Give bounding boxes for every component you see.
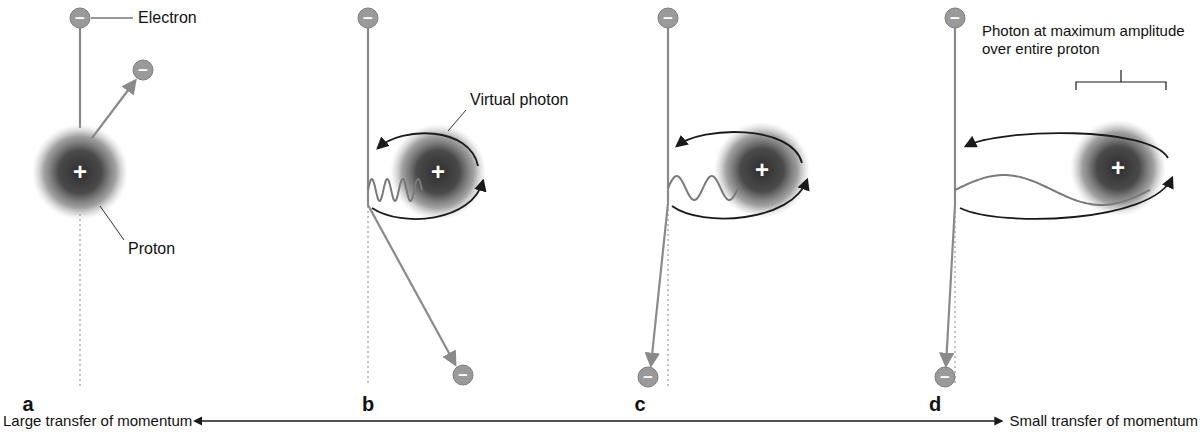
charge-sign: − — [458, 367, 468, 384]
note-label: Photon at maximum amplitude over entire … — [982, 22, 1198, 58]
exchange-loop — [372, 132, 1172, 219]
charge-sign: − — [138, 62, 148, 79]
proton — [32, 120, 1166, 220]
charge-sign: + — [755, 158, 769, 182]
charge-sign: − — [363, 10, 373, 27]
momentum-arrow — [200, 420, 1001, 421]
charge-sign: − — [940, 369, 950, 386]
charge-sign: + — [1111, 156, 1125, 180]
panel-letter: b — [362, 392, 374, 416]
part-label: Proton — [128, 239, 175, 258]
part-label: Virtual photon — [470, 90, 568, 109]
part-label: Electron — [138, 8, 197, 27]
scale-label: Large transfer of momentum — [3, 412, 192, 430]
bracket — [1076, 70, 1166, 90]
charge-sign: − — [950, 10, 960, 27]
scale-label: Small transfer of momentum — [1010, 412, 1198, 430]
charge-sign: − — [75, 10, 85, 27]
dotted-axis — [80, 204, 955, 386]
panel-letter: c — [634, 392, 645, 416]
leader-line — [91, 18, 466, 240]
panel-letter: d — [929, 392, 941, 416]
charge-sign: + — [73, 160, 87, 184]
charge-sign: − — [643, 369, 653, 386]
charge-sign: + — [431, 160, 445, 184]
charge-sign: − — [663, 10, 673, 27]
electron-path — [80, 28, 955, 365]
electron — [70, 8, 965, 387]
